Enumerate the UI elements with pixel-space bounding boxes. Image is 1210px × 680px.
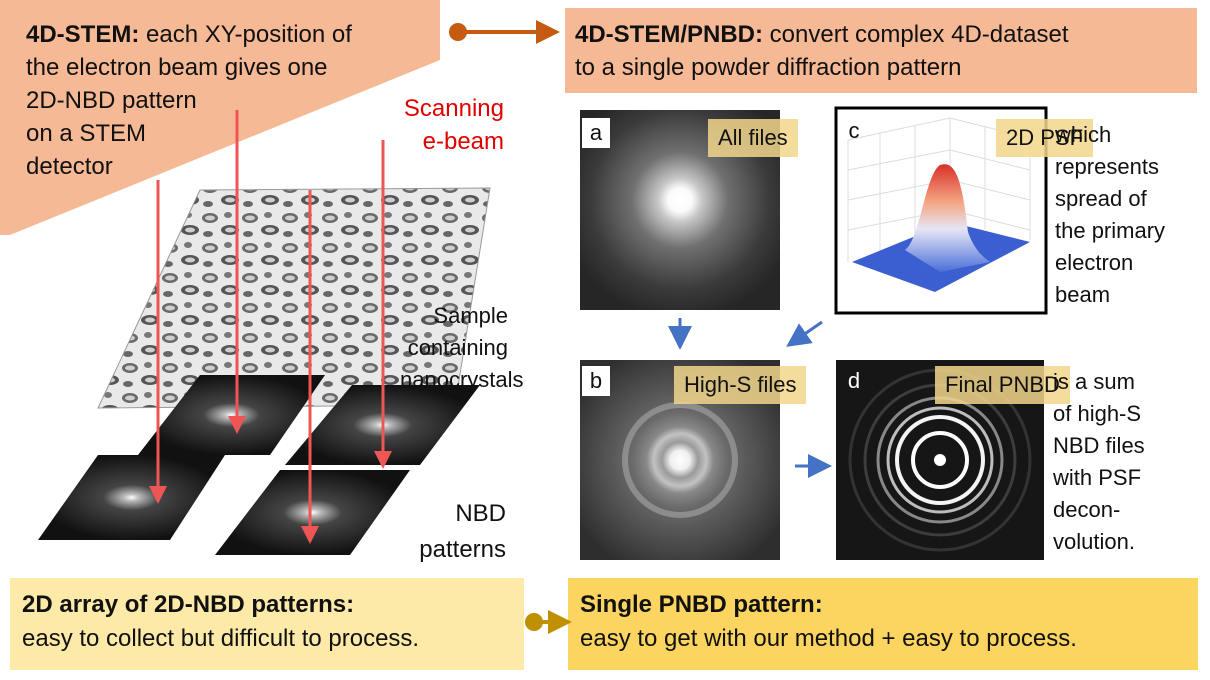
top-left-title-rest: each XY-position of the electron beam gi… xyxy=(26,21,352,180)
flow-arrows xyxy=(668,318,832,478)
bottom-right-text: Single PNBD pattern: easy to get with ou… xyxy=(580,588,1077,656)
top-connector-arrow xyxy=(449,20,560,44)
panel-a-tag: All files xyxy=(708,119,798,157)
panel-c-description: which represents spread of the primary e… xyxy=(1055,122,1166,307)
panel-d-letter: d xyxy=(840,366,868,396)
top-left-banner xyxy=(0,0,440,235)
panel-b-letter: b xyxy=(582,366,610,396)
panel-d-description: is a sum of high-S NBD files with PSF de… xyxy=(1053,369,1145,554)
panel-c-letter: c xyxy=(848,118,860,143)
bottom-left-box xyxy=(10,578,524,670)
panel-b-tag: High-S files xyxy=(674,366,807,404)
bottom-left-subtitle: easy to collect but difficult to process… xyxy=(22,625,420,652)
sample-label: Sample containing nanocrystals xyxy=(400,303,524,392)
bottom-left-text: 2D array of 2D-NBD patterns: easy to col… xyxy=(22,588,419,656)
bottom-right-subtitle: easy to get with our method + easy to pr… xyxy=(580,625,1077,652)
bottom-left-title: 2D array of 2D-NBD patterns: xyxy=(22,591,355,618)
panel-c-tag: 2D PSF xyxy=(996,119,1094,157)
panel-d-tag: Final PNBD xyxy=(935,366,1070,404)
bottom-right-title: Single PNBD pattern: xyxy=(580,591,823,618)
nbd-patterns-label: NBD patterns xyxy=(419,500,506,563)
bottom-right-box xyxy=(568,578,1198,670)
scanning-beam-label: Scanning e-beam xyxy=(403,95,504,155)
panel-a-letter: a xyxy=(582,118,610,148)
top-right-title-rest: convert complex 4D-dataset to a single p… xyxy=(575,21,1069,81)
electron-beams xyxy=(149,110,392,544)
top-left-text: 4D-STEM: each XY-position of the electro… xyxy=(26,18,436,183)
top-left-title-bold: 4D-STEM: xyxy=(26,21,140,48)
top-right-title-bold: 4D-STEM/PNBD: xyxy=(575,21,764,48)
top-right-text: 4D-STEM/PNBD: convert complex 4D-dataset… xyxy=(575,18,1195,84)
bottom-connector-arrow xyxy=(525,610,572,634)
top-right-banner xyxy=(565,8,1197,93)
